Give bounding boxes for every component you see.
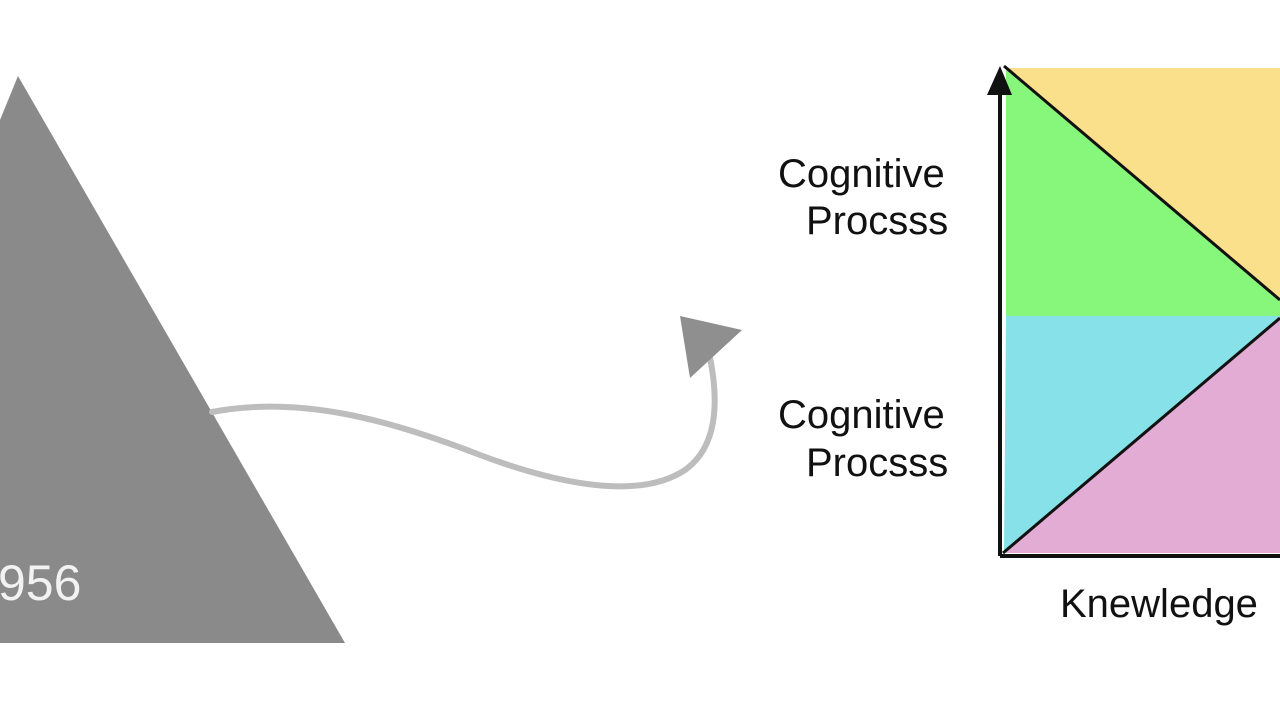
pyramid-group: 956 xyxy=(0,76,345,643)
green-region xyxy=(1006,68,1280,316)
y-axis-label-bottom-line-1: Cognitive xyxy=(778,393,945,437)
x-axis-label: Knewledge xyxy=(1060,582,1258,626)
lower-diagonal xyxy=(1002,316,1280,555)
pyramid xyxy=(0,76,345,643)
y-axis-arrowhead xyxy=(987,66,1012,95)
upper-diagonal xyxy=(1003,64,1280,302)
connector-curve xyxy=(209,337,718,490)
y-axis-label-top-line-1: Cognitive xyxy=(778,152,945,196)
y-axis-label-top-line-2: Procsss xyxy=(806,199,948,243)
matrix-group: Cognitive Procsss Cognitive Procsss Knew… xyxy=(778,64,1280,626)
pyramid-year-label: 956 xyxy=(0,555,81,611)
connector-arrowhead xyxy=(680,316,742,378)
y-axis-label-bottom-line-2: Procsss xyxy=(806,441,948,485)
connector-arrow xyxy=(209,316,742,490)
